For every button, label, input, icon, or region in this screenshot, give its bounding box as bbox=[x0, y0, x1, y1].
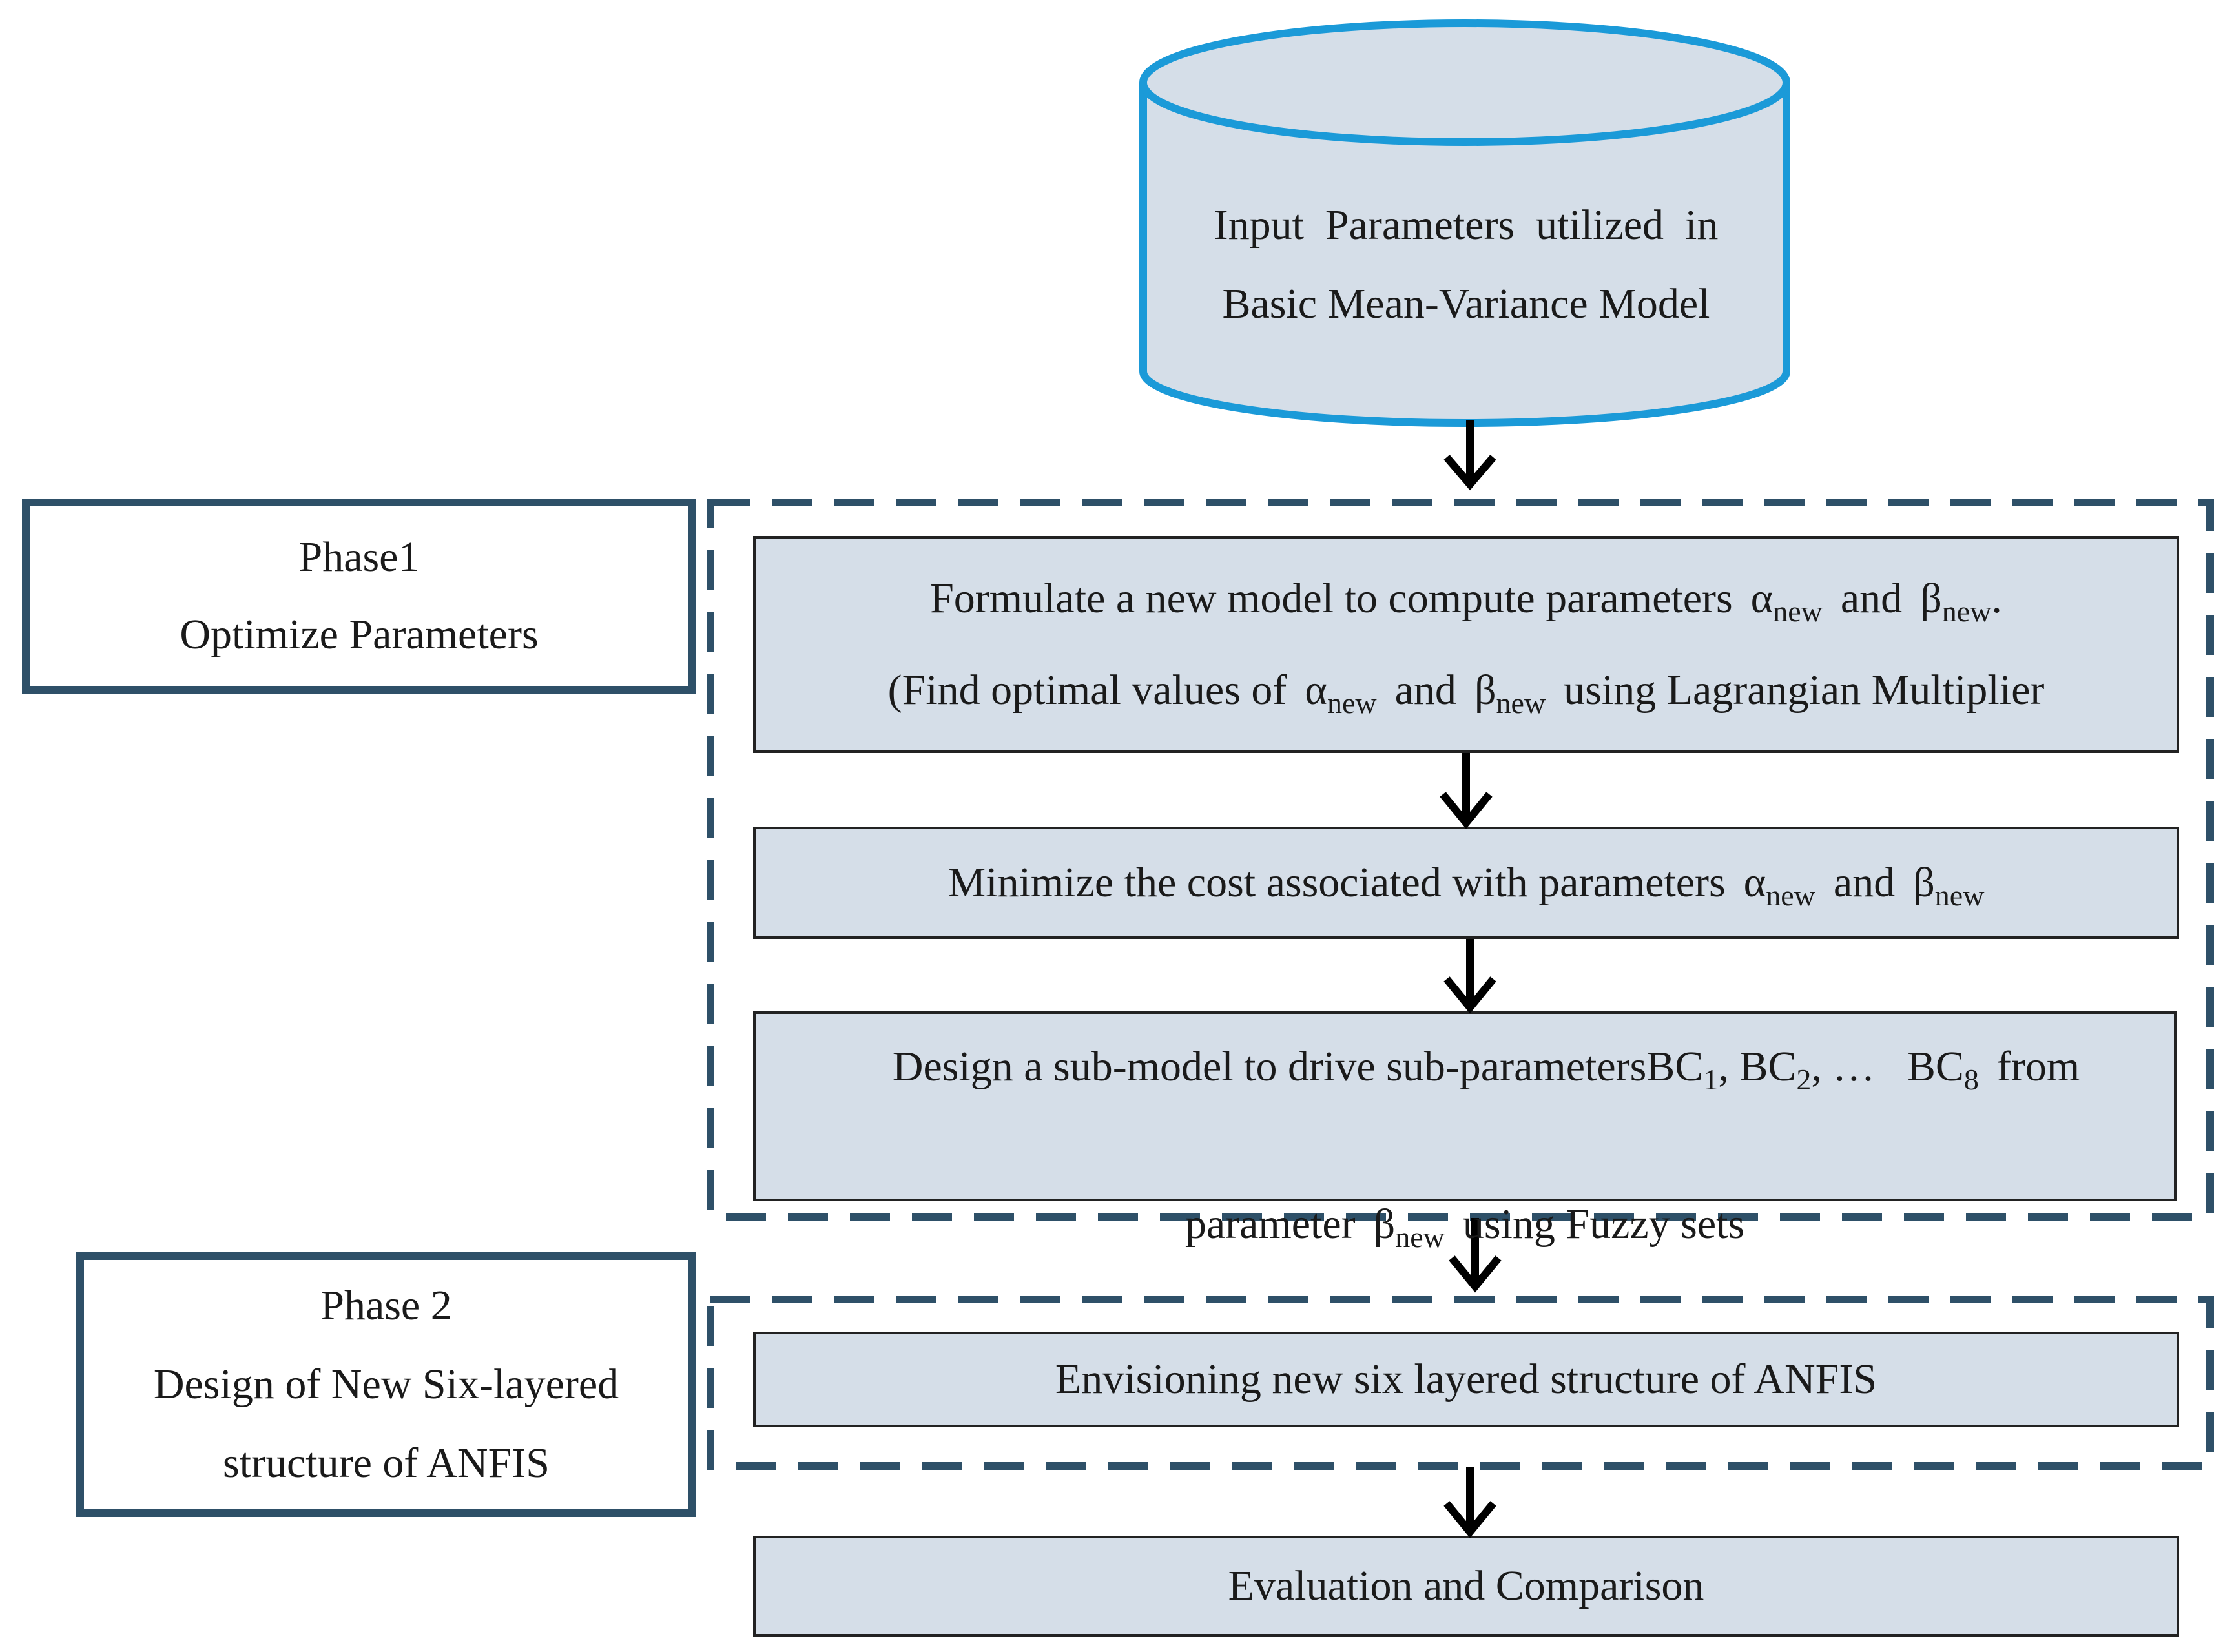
new-subscript: new bbox=[1327, 687, 1377, 719]
step3-l1-prefix: Design a sub-model to drive sub-paramete… bbox=[892, 1043, 1704, 1090]
step-formulate-model-text: Formulate a new model to compute paramet… bbox=[757, 540, 2175, 749]
phase2-line3: structure of ANFIS bbox=[223, 1440, 550, 1487]
step1-l1-and: and bbox=[1840, 575, 1903, 622]
step-formulate-line1: Formulate a new model to compute paramet… bbox=[930, 553, 2002, 645]
arrow-phase1-to-phase2 bbox=[1449, 1218, 1502, 1293]
new-subscript: new bbox=[1941, 595, 1992, 628]
step1-l2-prefix: (Find optimal values of bbox=[887, 666, 1287, 714]
input-parameters-cylinder bbox=[1139, 19, 1790, 427]
step-evaluation-box bbox=[753, 1536, 2179, 1637]
step-evaluation-text: Evaluation and Comparison bbox=[757, 1540, 2175, 1633]
arrow-step1-to-step2 bbox=[1440, 753, 1493, 829]
step2-and: and bbox=[1833, 859, 1896, 906]
beta-symbol: β bbox=[1920, 575, 1942, 622]
phase1-title: Phase1 bbox=[298, 533, 420, 581]
arrow-cylinder-to-phase1 bbox=[1443, 420, 1496, 491]
step2-prefix: Minimize the cost associated with parame… bbox=[947, 859, 1726, 906]
phase1-subtitle: Optimize Parameters bbox=[180, 611, 539, 658]
step-envisioning-box bbox=[753, 1332, 2179, 1427]
phase1-dashed-group bbox=[707, 499, 2214, 1221]
phase2-box bbox=[76, 1252, 696, 1517]
beta-symbol: β bbox=[1373, 1201, 1396, 1248]
step-design-submodel-text: Design a sub-model to drive sub-paramete… bbox=[757, 1015, 2173, 1252]
arrow-phase2-to-evaluation bbox=[1443, 1467, 1496, 1538]
step-minimize-line: Minimize the cost associated with parame… bbox=[947, 859, 1985, 911]
arrow-step2-to-step3 bbox=[1443, 939, 1496, 1014]
step3-l1-mid2: , … BC bbox=[1811, 1043, 1964, 1090]
step3-l1-suffix: from bbox=[1996, 1043, 2080, 1090]
step1-l1-end: . bbox=[1991, 575, 2002, 622]
step1-l2-and: and bbox=[1394, 666, 1456, 714]
step-formulate-model-box bbox=[753, 536, 2179, 753]
step-envisioning-text: Envisioning new six layered structure of… bbox=[757, 1336, 2175, 1423]
step-design-line2: parameter βnew using Fuzzy sets bbox=[1185, 1185, 1744, 1264]
phase2-title: Phase 2 bbox=[320, 1282, 452, 1329]
new-subscript: new bbox=[1934, 879, 1985, 912]
new-subscript: new bbox=[1773, 595, 1823, 628]
alpha-symbol: α bbox=[1743, 859, 1766, 906]
step3-l1-mid1: , BC bbox=[1718, 1043, 1797, 1090]
step3-l2-suffix: using Fuzzy sets bbox=[1462, 1201, 1745, 1248]
beta-symbol: β bbox=[1913, 859, 1935, 906]
step-design-submodel-box bbox=[753, 1011, 2177, 1201]
phase2-label: Phase 2 Design of New Six-layered struct… bbox=[84, 1260, 688, 1509]
cylinder-label-line1: Input Parameters utilized in bbox=[1214, 201, 1719, 249]
alpha-symbol: α bbox=[1305, 666, 1327, 714]
phase1-label: Phase1 Optimize Parameters bbox=[30, 506, 688, 686]
new-subscript: new bbox=[1496, 687, 1546, 719]
step4-label: Envisioning new six layered structure of… bbox=[1055, 1356, 1877, 1403]
beta-symbol: β bbox=[1474, 666, 1496, 714]
subscript-2: 2 bbox=[1796, 1063, 1812, 1096]
subscript-1: 1 bbox=[1703, 1063, 1719, 1096]
phase2-dashed-group bbox=[707, 1296, 2214, 1470]
new-subscript: new bbox=[1766, 879, 1815, 912]
phase2-line2: Design of New Six-layered bbox=[153, 1361, 619, 1408]
step1-l1-prefix: Formulate a new model to compute paramet… bbox=[930, 575, 1733, 622]
new-subscript: new bbox=[1395, 1221, 1445, 1254]
step-design-line1: Design a sub-model to drive sub-paramete… bbox=[850, 949, 2080, 1185]
alpha-symbol: α bbox=[1750, 575, 1774, 622]
subscript-8: 8 bbox=[1963, 1063, 1979, 1096]
step5-label: Evaluation and Comparison bbox=[1228, 1562, 1704, 1609]
step-minimize-cost-text: Minimize the cost associated with parame… bbox=[757, 831, 2175, 935]
phase1-box bbox=[22, 499, 696, 694]
cylinder-label-line2: Basic Mean-Variance Model bbox=[1222, 280, 1710, 327]
step1-l2-suffix: using Lagrangian Multiplier bbox=[1564, 666, 2045, 714]
step-minimize-cost-box bbox=[753, 827, 2179, 939]
cylinder-label: Input Parameters utilized in Basic Mean-… bbox=[1156, 187, 1776, 342]
step3-l2-prefix: parameter bbox=[1184, 1201, 1356, 1248]
